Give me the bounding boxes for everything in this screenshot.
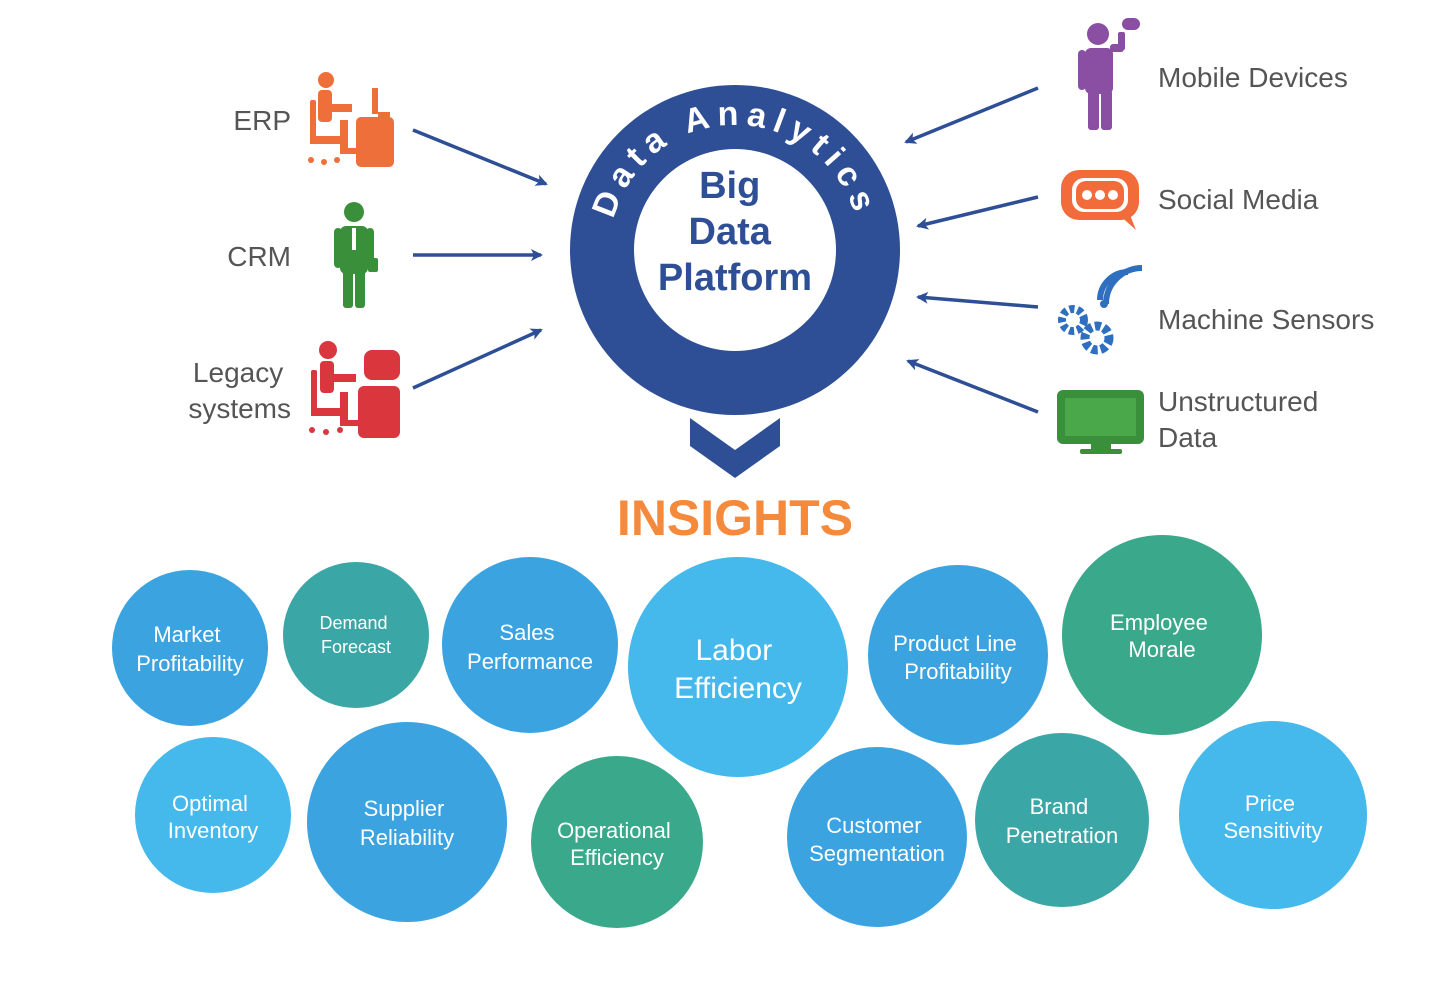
insight-bubble-operational-efficiency: Operational Efficiency — [531, 756, 703, 928]
insight-bubble-brand-penetration: Brand Penetration — [975, 733, 1149, 907]
bubble-circle — [135, 737, 291, 893]
bubble-circle — [442, 557, 618, 733]
social-arrow — [916, 195, 1039, 230]
bubble-circle — [868, 565, 1048, 745]
hub-center-text: Big Data Platform — [658, 165, 812, 299]
insight-bubble-product-line-profitability: Product Line Profitability — [868, 565, 1048, 745]
legacy-arrow — [412, 328, 543, 390]
bubble-label: Operational Efficiency — [557, 818, 677, 870]
source-label-legacy: Legacy systems — [188, 357, 291, 424]
bubble-label: Demand Forecast — [319, 613, 392, 657]
bubble-label: Labor Efficiency — [674, 634, 802, 705]
bubble-circle — [628, 557, 848, 777]
hub-center — [634, 149, 836, 351]
bubble-circle — [112, 570, 268, 726]
insight-bubble-employee-morale: Employee Morale — [1062, 535, 1262, 735]
insights-title: INSIGHTS — [617, 490, 853, 546]
bubble-circle — [1062, 535, 1262, 735]
data-analytics-hub: Data Analytics Big Data Platform — [570, 85, 900, 415]
bubble-label: Employee Morale — [1110, 610, 1214, 662]
insight-bubble-supplier-reliability: Supplier Reliability — [307, 722, 507, 922]
person-at-computer-icon — [309, 341, 400, 438]
bubble-label: Product Line Profitability — [893, 631, 1023, 684]
source-label-erp: ERP — [233, 105, 291, 136]
source-label-unstructured-data: Unstructured Data — [1158, 386, 1326, 453]
bubble-label: Supplier Reliability — [360, 796, 454, 850]
bubble-circle — [1179, 721, 1367, 909]
businessman-icon — [334, 202, 378, 308]
insight-bubble-customer-segmentation: Customer Segmentation — [787, 747, 967, 927]
bubble-label: Customer Segmentation — [809, 813, 945, 866]
insight-bubble-demand-forecast: Demand Forecast — [283, 562, 429, 708]
insight-bubble-labor-efficiency: Labor Efficiency — [628, 557, 848, 777]
bubble-circle — [531, 756, 703, 928]
bubble-circle — [307, 722, 507, 922]
person-at-desk-icon — [308, 72, 394, 167]
mobile-arrow — [904, 86, 1039, 144]
bubble-circle — [787, 747, 967, 927]
chat-bubble-icon — [1061, 170, 1139, 230]
person-with-phone-icon — [1078, 18, 1140, 130]
insight-bubble-optimal-inventory: Optimal Inventory — [135, 737, 291, 893]
bubble-label: Brand Penetration — [1006, 794, 1119, 848]
source-label-mobile-devices: Mobile Devices — [1158, 62, 1348, 93]
unstructured-arrow — [906, 359, 1039, 414]
source-label-crm: CRM — [227, 241, 291, 272]
bubble-circle — [975, 733, 1149, 907]
bubble-label: Sales Performance — [467, 620, 593, 674]
bubble-label: Price Sensitivity — [1223, 791, 1322, 843]
gears-signal-icon — [1058, 265, 1143, 355]
chevron-down-icon — [690, 418, 780, 478]
monitor-icon — [1057, 390, 1144, 454]
source-label-social-media: Social Media — [1158, 184, 1319, 215]
insight-bubble-price-sensitivity: Price Sensitivity — [1179, 721, 1367, 909]
bubble-label: Optimal Inventory — [168, 791, 259, 843]
bubble-label: Market Profitability — [136, 622, 244, 676]
bubble-circle — [283, 562, 429, 708]
erp-arrow — [412, 128, 548, 186]
source-label-machine-sensors: Machine Sensors — [1158, 304, 1374, 335]
sensors-arrow — [916, 291, 1039, 309]
insight-bubble-market-profitability: Market Profitability — [112, 570, 268, 726]
insight-bubble-sales-performance: Sales Performance — [442, 557, 618, 733]
